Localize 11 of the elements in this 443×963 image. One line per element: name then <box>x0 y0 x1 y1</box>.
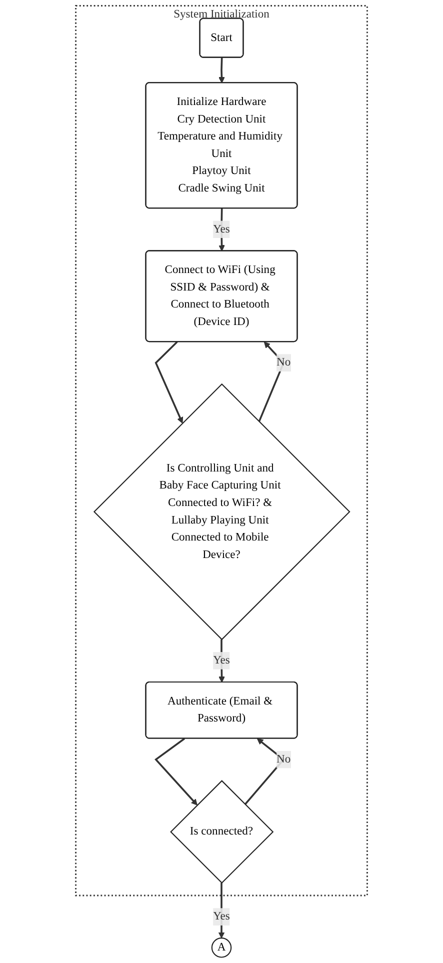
node-circle: A <box>211 938 232 958</box>
arrow <box>154 738 198 806</box>
arrow <box>154 341 184 424</box>
edge-label: No <box>276 356 291 369</box>
edge-label: Yes <box>213 654 230 666</box>
edge-label: Yes <box>213 222 230 236</box>
arrow <box>218 58 225 84</box>
node-diamond: Is connected? <box>170 780 274 884</box>
edge-label: No <box>276 753 291 766</box>
node-diamond: Is Controlling Unit and Baby Face Capturing Unit Connected to WiFi? & Lullaby Playing Unit Connected to Mobile Device? <box>93 383 350 640</box>
edge-label: Yes <box>213 910 230 923</box>
